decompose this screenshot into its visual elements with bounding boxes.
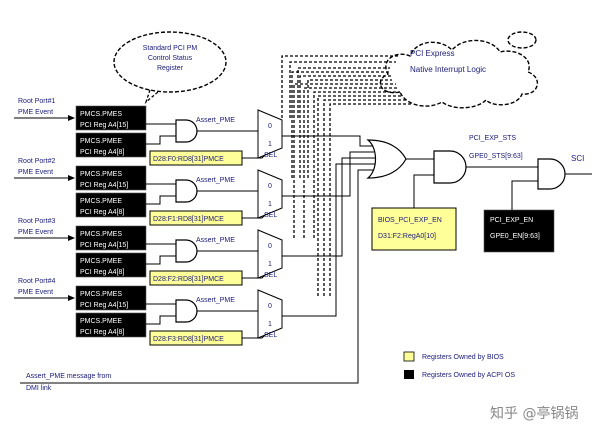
mux-sel-label: SEL xyxy=(264,332,277,339)
bios-box-line2: D31:F2:RegA0[10] xyxy=(378,233,436,240)
legend-acpi-swatch xyxy=(404,370,414,379)
callout-line2: Control Status xyxy=(148,55,193,62)
pci-reg-a4-15-label: PCI Reg A4[15] xyxy=(80,122,128,129)
pmcs-pmee-label: PMCS.PMEE xyxy=(80,198,122,205)
pmce-label: D28:F0:RD8[31]PMCE xyxy=(153,156,224,163)
pci-exp-en-box: PCI_EXP_EN GPE0_EN[9:63] xyxy=(483,209,555,253)
pmcs-pmee-register xyxy=(75,132,147,158)
pmcs-pmes-label: PMCS.PMES xyxy=(80,291,122,298)
mux-input-0-label: 0 xyxy=(268,123,272,130)
en-box-line1: PCI_EXP_EN xyxy=(490,217,533,224)
pmcs-pmes-label: PMCS.PMES xyxy=(80,171,122,178)
pci-reg-a4-8-label: PCI Reg A4[8] xyxy=(80,149,124,156)
mux-input-0-label: 0 xyxy=(268,303,272,310)
pci-reg-a4-15-label: PCI Reg A4[15] xyxy=(80,302,128,309)
native-interrupt-cloud: PCI Express Native Interrupt Logic xyxy=(379,31,539,109)
and-gate xyxy=(175,179,198,203)
mux-to-or-wires xyxy=(20,135,375,384)
arrow-head-icon xyxy=(68,295,75,301)
pmcs-pmes-register xyxy=(75,285,147,311)
pmcs-pmes-register xyxy=(75,105,147,131)
pmcs-pmee-register xyxy=(75,252,147,278)
root-port-label: Root Port#4 xyxy=(18,278,55,285)
root-port-label: Root Port#3 xyxy=(18,218,55,225)
pmcs-pmes-label: PMCS.PMES xyxy=(80,111,122,118)
pci-reg-a4-15-label: PCI Reg A4[15] xyxy=(80,242,128,249)
and-gate xyxy=(175,119,198,143)
mux xyxy=(257,229,283,279)
assert-pme-label: Assert_PME xyxy=(196,297,235,304)
callout-line3: Register xyxy=(157,65,184,72)
dmi-line2: DMI link xyxy=(26,385,52,392)
mux-input-1-label: 1 xyxy=(268,141,272,148)
arrow-head-icon xyxy=(68,235,75,241)
or-gate xyxy=(366,139,407,179)
root-port-label: Root Port#2 xyxy=(18,158,55,165)
sci-label: SCI xyxy=(571,154,584,163)
pme-event-label: PME Event xyxy=(18,229,53,236)
mux-input-1-label: 1 xyxy=(268,321,272,328)
watermark-text: 知乎 @亭锅锅 xyxy=(490,405,578,422)
pmce-label: D28:F1:RD8[31]PMCE xyxy=(153,216,224,223)
legend-acpi-label: Registers Owned by ACPI OS xyxy=(422,372,515,379)
mux xyxy=(257,169,283,219)
mux-sel-label: SEL xyxy=(264,212,277,219)
callout-bubble: Standard PCI PM Control Status Register xyxy=(113,31,227,104)
mux xyxy=(257,289,283,339)
and-gate xyxy=(175,239,198,263)
pmcs-pmee-label: PMCS.PMEE xyxy=(80,318,122,325)
legend: Registers Owned by BIOS Registers Owned … xyxy=(403,351,515,379)
mux-sel-label: SEL xyxy=(264,152,277,159)
cloud-line2: Native Interrupt Logic xyxy=(410,65,486,74)
assert-pme-label: Assert_PME xyxy=(196,177,235,184)
dmi-line1: Assert_PME message from xyxy=(26,373,111,380)
arrow-head-icon xyxy=(68,175,75,181)
pme-event-label: PME Event xyxy=(18,109,53,116)
pmcs-pmes-register xyxy=(75,165,147,191)
pmcs-pmee-register xyxy=(75,312,147,338)
mux-input-1-label: 1 xyxy=(268,261,272,268)
gpe0-sts-label: GPE0_STS[9:63] xyxy=(469,153,523,160)
pci-reg-a4-8-label: PCI Reg A4[8] xyxy=(80,269,124,276)
legend-bios-swatch xyxy=(403,351,415,362)
pmcs-pmee-register xyxy=(75,192,147,218)
pme-event-label: PME Event xyxy=(18,169,53,176)
mux xyxy=(257,109,283,159)
pmce-label: D28:F3:RD8[31]PMCE xyxy=(153,336,224,343)
assert-pme-label: Assert_PME xyxy=(196,117,235,124)
and-gate xyxy=(175,299,198,323)
dashed-routing xyxy=(281,55,412,296)
pmcs-pmee-label: PMCS.PMEE xyxy=(80,138,122,145)
legend-bios-label: Registers Owned by BIOS xyxy=(422,354,504,361)
pci-reg-a4-15-label: PCI Reg A4[15] xyxy=(80,182,128,189)
root-port-label: Root Port#1 xyxy=(18,98,55,105)
mux-sel-label: SEL xyxy=(264,272,277,279)
and-gate-sci xyxy=(466,158,592,210)
cloud-line1: PCI Express xyxy=(410,49,454,58)
bios-pci-exp-en-box: BIOS_PCI_EXP_EN D31:F2:RegA0[10] xyxy=(371,207,457,251)
callout-line1: Standard PCI PM xyxy=(143,45,198,52)
pci-exp-sts-label: PCI_EXP_STS xyxy=(469,135,516,142)
assert-pme-label: Assert_PME xyxy=(196,237,235,244)
mux-input-0-label: 0 xyxy=(268,243,272,250)
pmcs-pmes-label: PMCS.PMES xyxy=(80,231,122,238)
pmce-label: D28:F2:RD8[31]PMCE xyxy=(153,276,224,283)
pci-reg-a4-8-label: PCI Reg A4[8] xyxy=(80,209,124,216)
en-box-line2: GPE0_EN[9:63] xyxy=(490,233,540,240)
bios-box-line1: BIOS_PCI_EXP_EN xyxy=(378,217,442,224)
arrow-head-icon xyxy=(68,115,75,121)
pmcs-pmes-register xyxy=(75,225,147,251)
pme-event-label: PME Event xyxy=(18,289,53,296)
mux-input-1-label: 1 xyxy=(268,201,272,208)
mux-input-0-label: 0 xyxy=(268,183,272,190)
pci-reg-a4-8-label: PCI Reg A4[8] xyxy=(80,329,124,336)
pmcs-pmee-label: PMCS.PMEE xyxy=(80,258,122,265)
